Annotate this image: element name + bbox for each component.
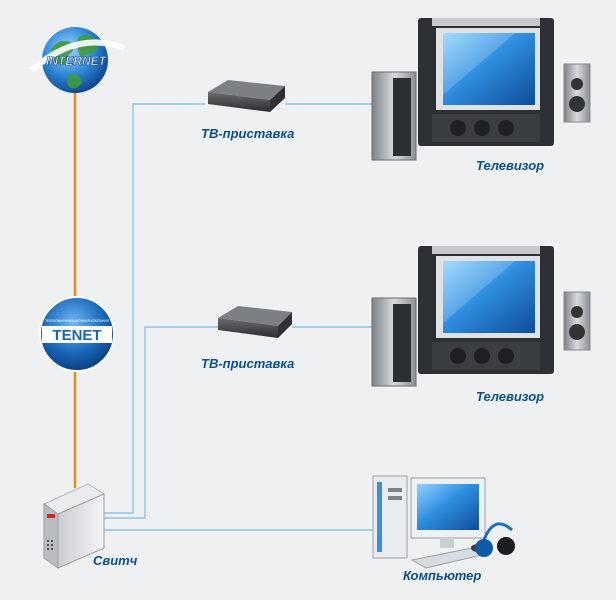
tv-box-1-label: ТВ-приставка [201,126,294,141]
tv-2-label: Телевизор [476,389,544,404]
switch-label: Свитч [93,553,138,568]
tv-box-1-icon [208,80,285,112]
lan-cable-tv-box-1 [102,103,205,514]
switch-icon [43,483,106,569]
tenet-tagline: ТЕЛЕКОММУНИКАЦИОННАЯ КОМПАНИЯ [45,319,110,323]
tv-set-2-icon [371,246,591,387]
internet-label: INTERNET [46,54,108,68]
tv-box-2-icon [218,306,292,338]
computer-label: Компьютер [403,568,481,583]
tenet-provider-icon: ТЕЛЕКОММУНИКАЦИОННАЯ КОМПАНИЯ TENET [39,296,115,372]
tv-1-label: Телевизор [476,158,544,173]
tv-set-1-icon [371,18,591,161]
internet-globe-icon: INTERNET [30,27,126,93]
lan-cable-tv-box-2 [102,326,218,519]
computer-icon [372,475,515,569]
cables [73,92,405,531]
tenet-logo-text: TENET [52,327,101,344]
tv-box-2-label: ТВ-приставка [201,356,294,371]
